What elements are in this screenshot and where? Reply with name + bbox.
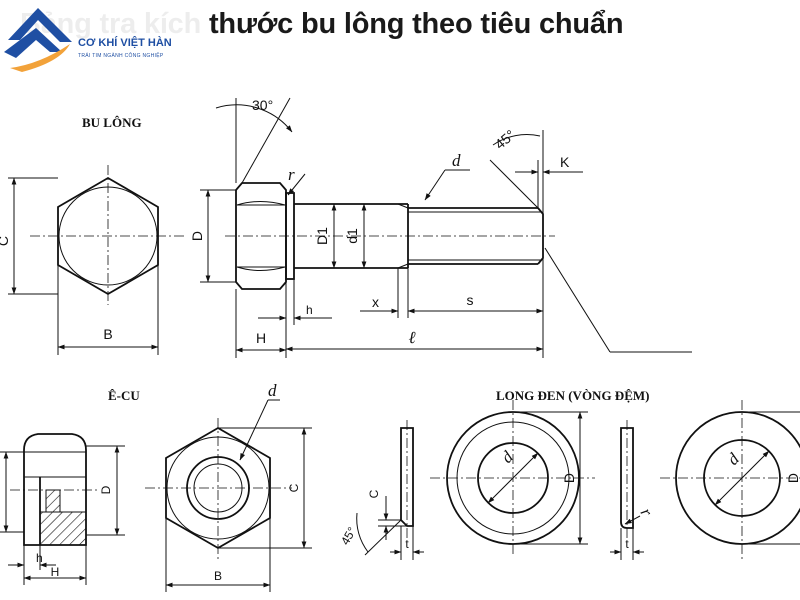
bolt-label-x: x (372, 294, 379, 310)
section-label-bolt: BU LÔNG (82, 115, 142, 130)
section-label-nut: Ê-CU (108, 388, 140, 403)
nut-side-view (0, 433, 125, 585)
washer-label-angle: 45° (338, 524, 359, 547)
bolt-label-length: ℓ (408, 328, 415, 347)
logo-roof-icon (8, 8, 72, 42)
nut-label-d-side: D (99, 485, 113, 494)
washer-chamfered-front-view (430, 400, 595, 555)
bolt-label-r: r (288, 165, 295, 184)
bolt-side-view (200, 97, 692, 358)
washer-label-c: C (367, 489, 381, 498)
bolt-label-c: C (0, 236, 11, 246)
brand-logo: CƠ KHÍ VIỆT HÀN TRÁI TIM NGÀNH CÔNG NGHI… (0, 0, 205, 75)
washer-chamfered-side-view (356, 420, 424, 560)
washer-label-t2: t (625, 537, 629, 551)
nut-front-view (145, 399, 312, 592)
washer-rounded-front-view (660, 400, 800, 560)
bolt-label-d-thread: d (452, 151, 461, 170)
section-label-washer: LONG ĐEN (VÒNG ĐỆM) (496, 388, 649, 403)
nut-label-d: d (268, 381, 277, 400)
nut-label-b: B (214, 569, 222, 583)
bolt-label-d-head: D (189, 231, 205, 241)
nut-label-h-lower: h (36, 551, 43, 565)
bolt-head-front-view (8, 165, 185, 355)
bolt-label-angle-45: 45° (492, 126, 519, 152)
bolt-label-k: K (560, 154, 570, 170)
bolt-label-angle-30: 30° (252, 97, 273, 113)
washer-label-d2: d (723, 449, 743, 469)
bolt-label-s: s (467, 292, 474, 308)
nut-label-h-upper: H (51, 565, 60, 579)
washer-label-d1: d (497, 447, 517, 467)
washer-label-t1: t (405, 537, 409, 551)
logo-swoosh-icon (10, 44, 70, 72)
bolt-label-h-upper: H (256, 330, 266, 346)
bolt-label-h-lower: h (306, 303, 313, 317)
bolt-label-b: B (103, 326, 112, 342)
washer-rounded-side-view (610, 420, 644, 560)
logo-name: CƠ KHÍ VIỆT HÀN (78, 36, 172, 49)
bolt-label-d1-lower: d1 (344, 228, 360, 244)
nut-label-c: C (287, 483, 301, 492)
washer-label-r: r (637, 505, 657, 521)
washer-label-d1-outer: D (561, 473, 577, 483)
logo-slogan: TRÁI TIM NGÀNH CÔNG NGHIỆP (78, 51, 164, 59)
bolt-label-d1-upper: D1 (314, 227, 330, 245)
washer-label-d2-outer: D (785, 473, 800, 483)
